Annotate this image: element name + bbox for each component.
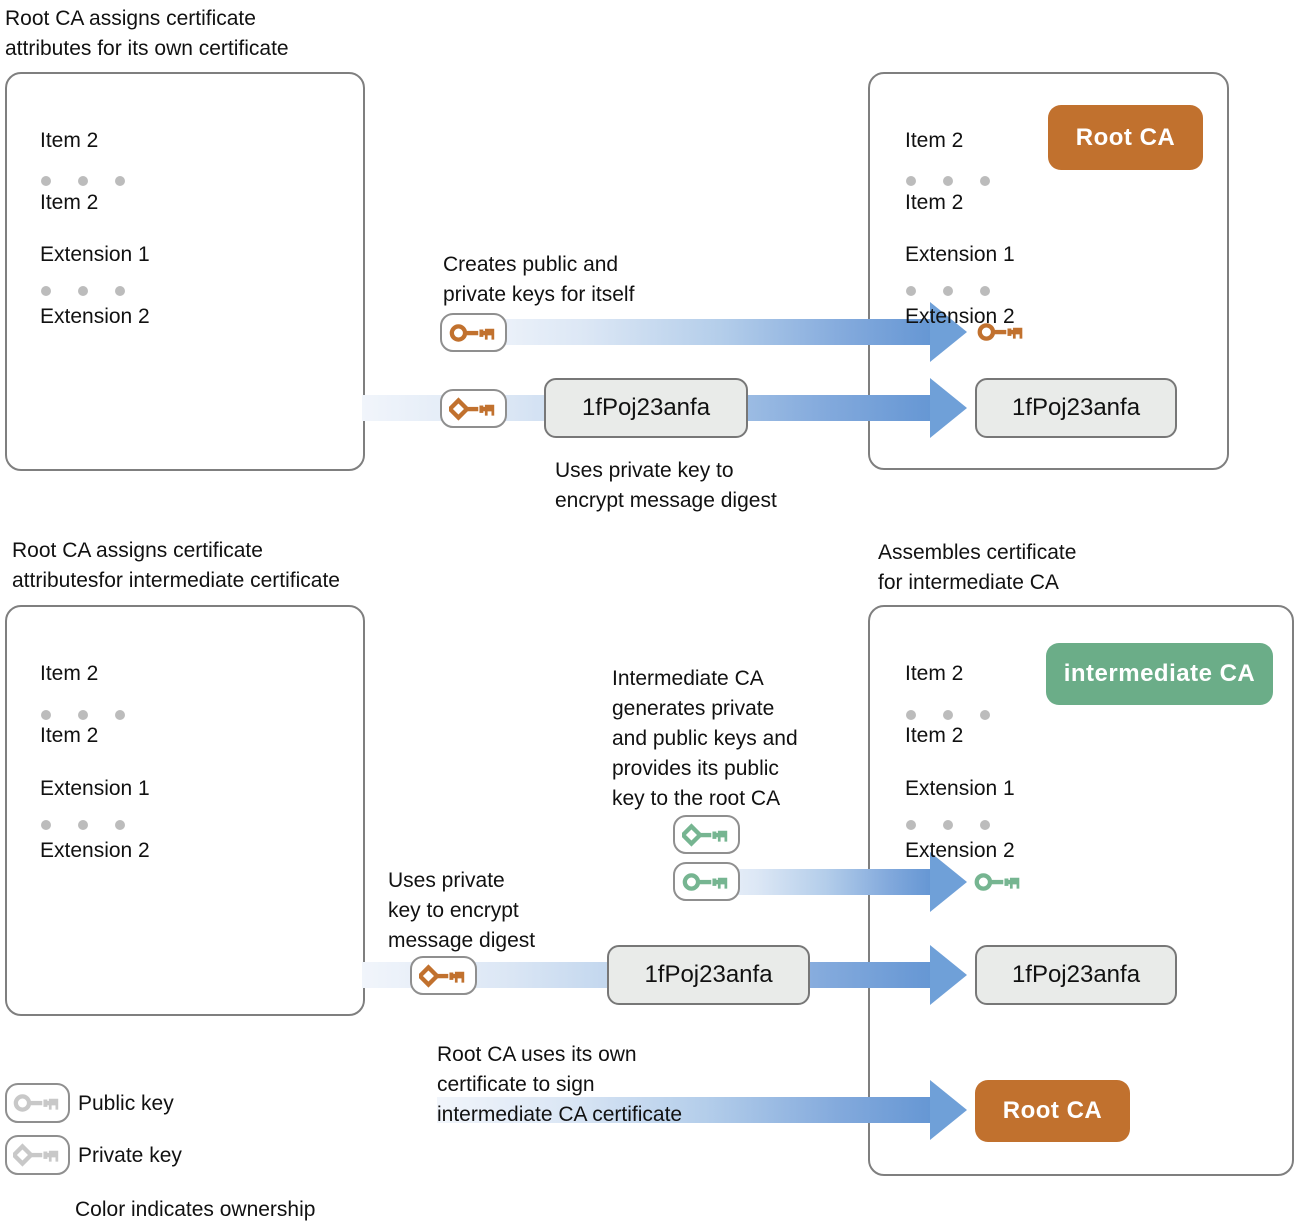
public-key-icon xyxy=(977,316,1027,348)
create-keys-label: Creates public and private keys for itse… xyxy=(443,253,635,306)
intermediate-ca-badge: intermediate CA xyxy=(1046,643,1273,705)
cert-extension-line: Extension 1 xyxy=(40,243,150,266)
public-key-arrow-shaft xyxy=(470,319,930,345)
ellipsis-dots xyxy=(41,820,125,830)
message-digest-box: 1fPoj23anfa xyxy=(544,378,748,438)
public-key-icon xyxy=(974,866,1024,898)
root-ca-signs-label: Root CA uses its own certificate to sign… xyxy=(437,1043,683,1126)
cert-item: Item 2 Item 2 xyxy=(40,627,98,782)
legend-private-key-icon-badge xyxy=(5,1135,70,1175)
encrypt-digest-label: Uses private key to encrypt message dige… xyxy=(555,459,777,512)
root-ca-signer-badge: Root CA xyxy=(975,1080,1130,1142)
legend-public-key-label: Public key xyxy=(78,1092,174,1115)
legend-public-key-icon-badge xyxy=(5,1083,70,1123)
cert-item: Item 2 Item 2 xyxy=(40,94,98,249)
ellipsis-dots xyxy=(41,710,125,720)
public-key-icon-badge xyxy=(673,862,740,901)
public-key-icon-badge xyxy=(440,313,507,352)
cert-extensions: Extension 1 Extension 2 xyxy=(40,742,150,897)
cert-item-line: Item 2 xyxy=(905,724,964,747)
cert-extensions: Extension 1 Extension 2 xyxy=(905,742,1015,897)
cert-extension-line: Extension 1 xyxy=(905,243,1015,266)
cert-extension-line: Extension 2 xyxy=(905,839,1015,862)
intermediate-attributes-box xyxy=(5,605,365,1016)
message-digest-box: 1fPoj23anfa xyxy=(607,945,810,1005)
signature-digest-box: 1fPoj23anfa xyxy=(975,945,1177,1005)
cert-extensions: Extension 1 Extension 2 xyxy=(40,208,150,363)
private-key-arrow-head xyxy=(930,378,967,438)
cert-item-line: Item 2 xyxy=(905,129,964,152)
cert-item: Item 2 Item 2 xyxy=(905,627,963,782)
cert-item-line: Item 2 xyxy=(905,662,964,685)
cert-extension-line: Extension 1 xyxy=(905,777,1015,800)
cert-extensions: Extension 1 Extension 2 xyxy=(905,208,1015,363)
private-key-icon-badge xyxy=(410,956,477,995)
legend-ownership-note: Color indicates ownership xyxy=(75,1198,316,1221)
ellipsis-dots xyxy=(906,820,990,830)
ellipsis-dots xyxy=(906,710,990,720)
cert-extension-line: Extension 2 xyxy=(905,305,1015,328)
cert-extension-line: Extension 2 xyxy=(40,839,150,862)
ellipsis-dots xyxy=(41,176,125,186)
top-left-title: Root CA assigns certificate attributes f… xyxy=(5,7,289,60)
root-ca-sign-arrow-shaft xyxy=(437,1097,930,1123)
cert-item-line: Item 2 xyxy=(40,662,99,685)
public-key-arrow-head xyxy=(930,302,967,362)
cert-item-line: Item 2 xyxy=(40,129,99,152)
root-ca-badge: Root CA xyxy=(1048,105,1203,170)
private-key-icon-badge xyxy=(440,389,507,428)
cert-item-line: Item 2 xyxy=(905,191,964,214)
ellipsis-dots xyxy=(906,286,990,296)
ellipsis-dots xyxy=(906,176,990,186)
encrypt-digest-label: Uses private key to encrypt message dige… xyxy=(388,869,536,952)
cert-extension-line: Extension 1 xyxy=(40,777,150,800)
legend-private-key-label: Private key xyxy=(78,1144,182,1167)
signature-digest-box: 1fPoj23anfa xyxy=(975,378,1177,438)
ellipsis-dots xyxy=(41,286,125,296)
cert-item-line: Item 2 xyxy=(40,191,99,214)
root-ca-sign-arrow-head xyxy=(930,1080,967,1140)
intermediate-generates-keys-label: Intermediate CA generates private and pu… xyxy=(612,667,798,810)
cert-item-line: Item 2 xyxy=(40,724,99,747)
cert-extension-line: Extension 2 xyxy=(40,305,150,328)
private-key-arrow-head xyxy=(930,945,967,1005)
cert-item: Item 2 Item 2 xyxy=(905,94,963,249)
private-key-icon-badge xyxy=(673,815,740,854)
bottom-left-title: Root CA assigns certificate attributesfo… xyxy=(12,539,340,592)
root-ca-attributes-box xyxy=(5,72,365,471)
public-key-arrow-head xyxy=(930,852,967,912)
assembles-certificate-title: Assembles certificate for intermediate C… xyxy=(878,541,1077,594)
